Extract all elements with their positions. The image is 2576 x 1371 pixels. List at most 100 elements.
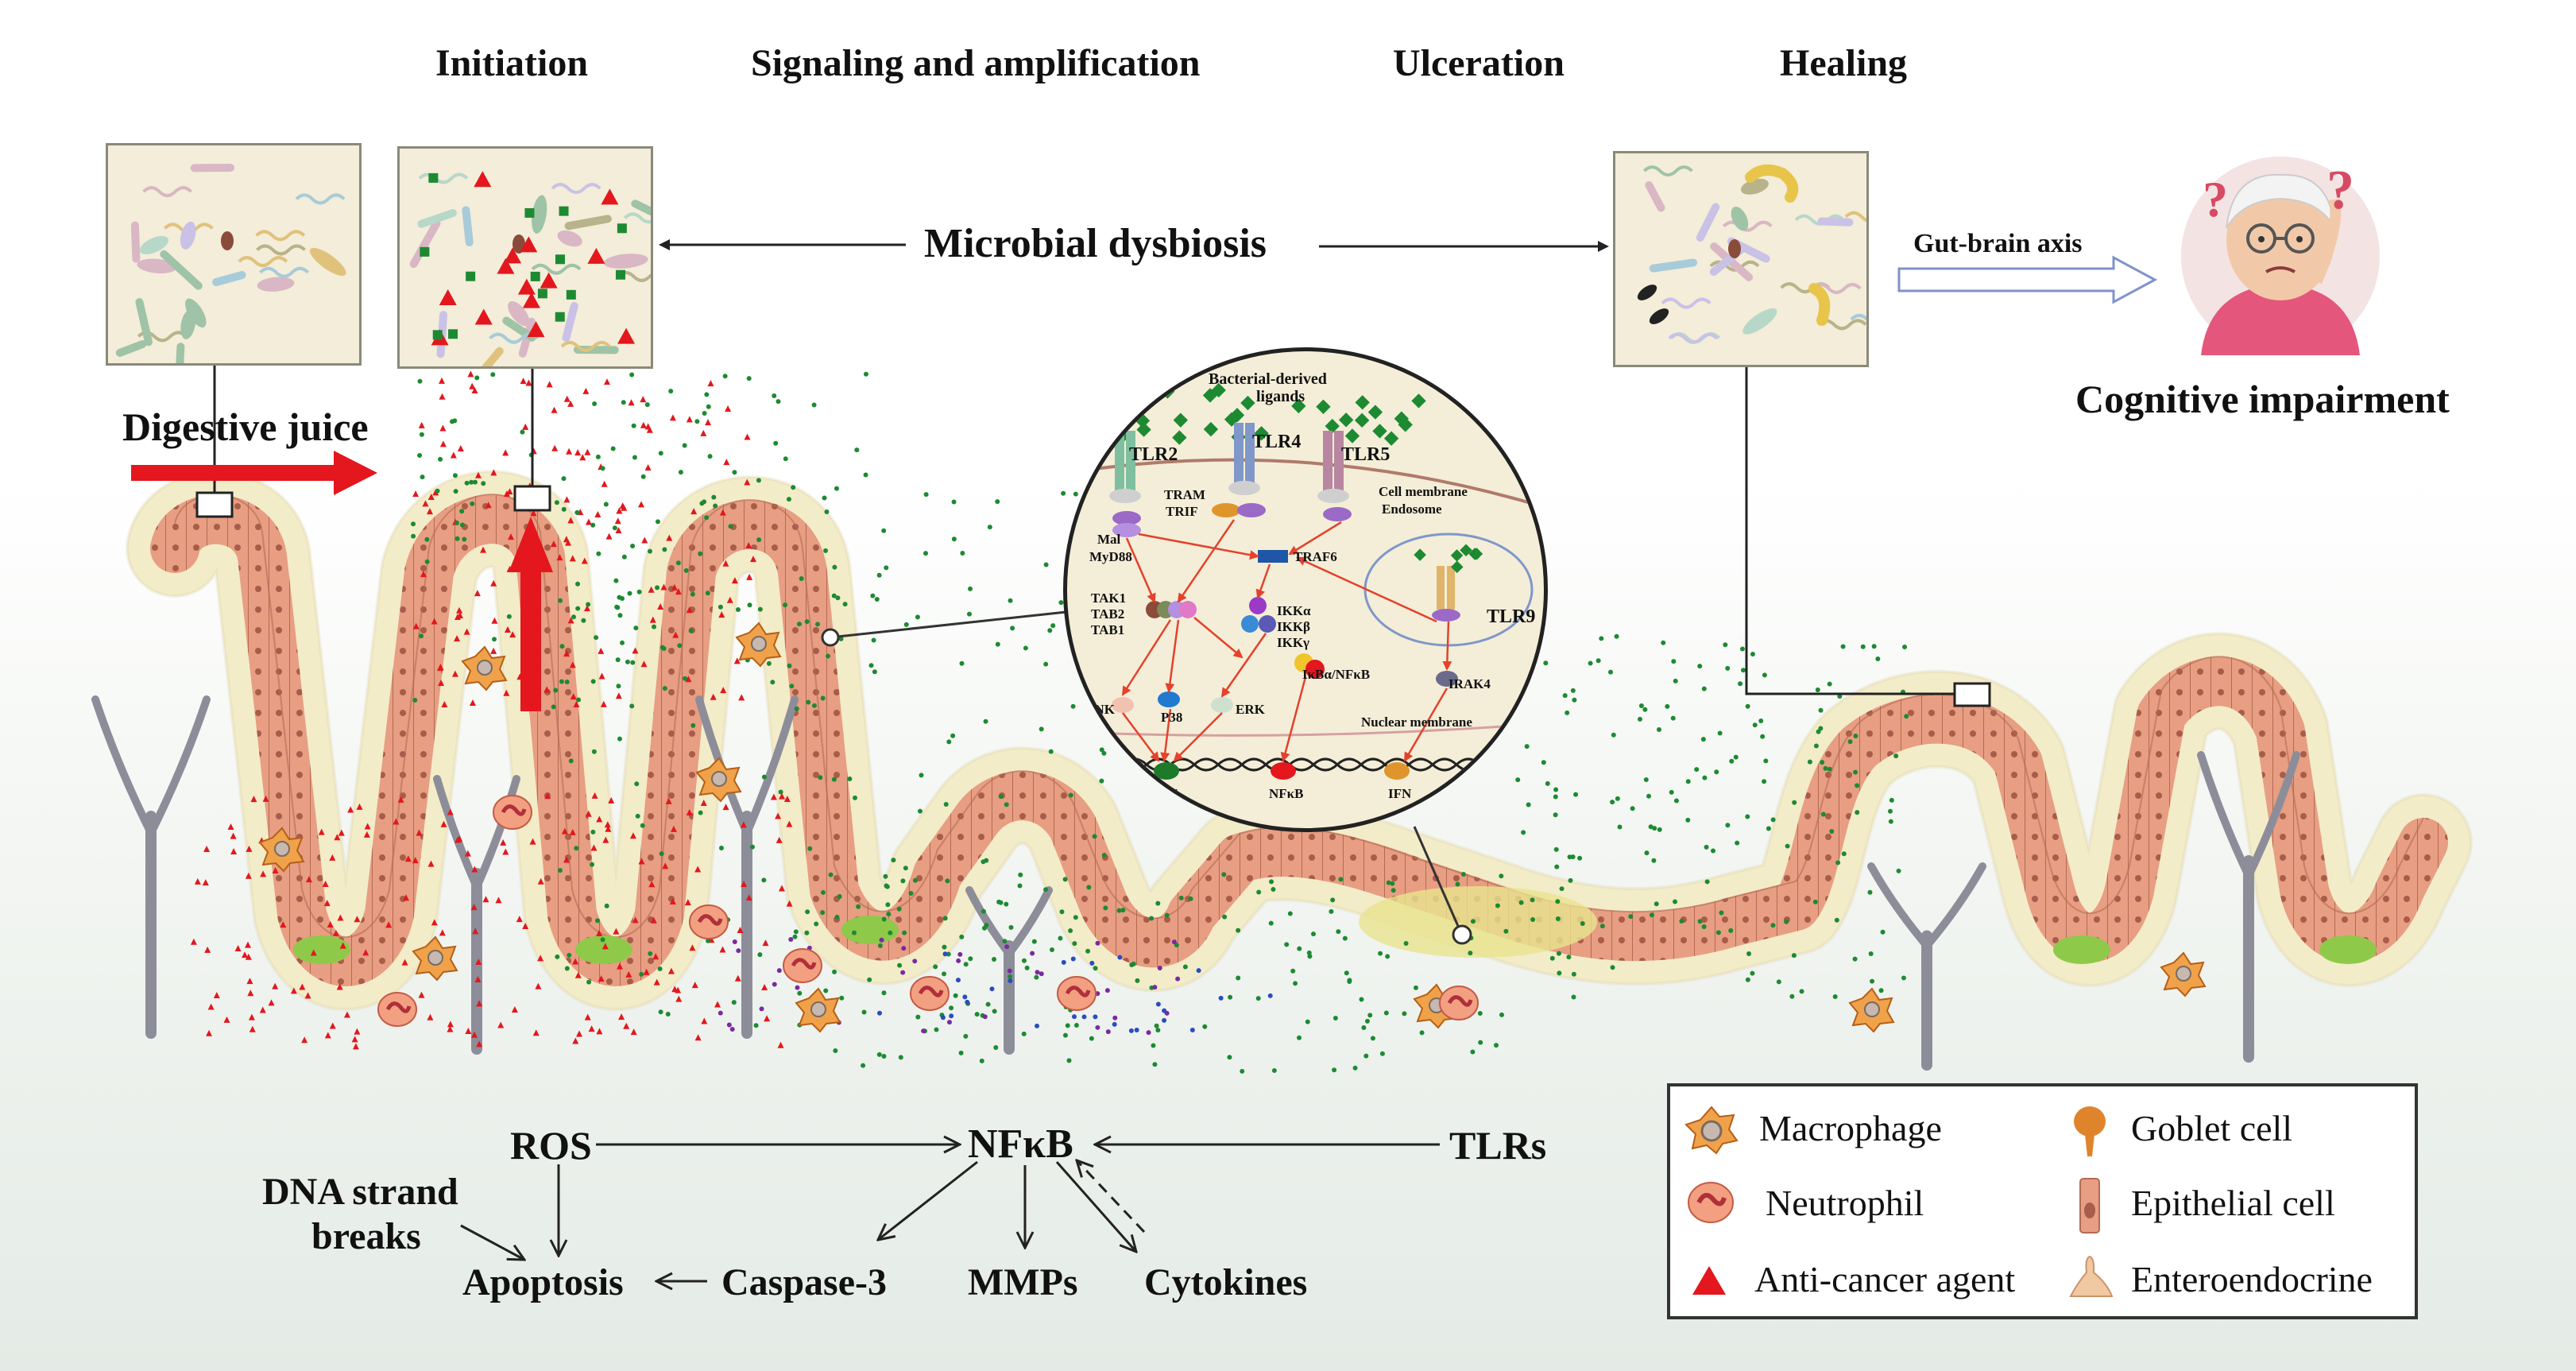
- microbe-box-normal: [106, 143, 362, 366]
- ikkg-label: IKKγ: [1277, 635, 1310, 650]
- ap1-label: AP1: [1155, 786, 1180, 801]
- stage-title-ulceration: Ulceration: [1393, 42, 1565, 84]
- confused-elderly-person-icon: ? ?: [2181, 157, 2380, 355]
- legend-anticancer: Anti-cancer agent: [1754, 1259, 2016, 1299]
- stage-title-signaling: Signaling and amplification: [751, 42, 1201, 84]
- svg-text:?: ?: [2203, 171, 2228, 227]
- cell-membrane-label: Cell membrane: [1379, 484, 1468, 499]
- microbiota-with-agents-icon: [409, 171, 651, 366]
- neutrophil-icon: [1688, 1182, 1734, 1223]
- tlr2-label: TLR2: [1129, 444, 1178, 465]
- legend-neutrophil: Neutrophil: [1766, 1183, 1924, 1223]
- macrophage-icon: [695, 757, 742, 803]
- tab1-label: TAB1: [1091, 622, 1125, 637]
- neutrophil-icon: [910, 976, 950, 1011]
- gut-brain-axis-label: Gut-brain axis: [1913, 229, 2083, 258]
- ifn-label: IFN: [1388, 786, 1412, 801]
- erk-label: ERK: [1236, 702, 1265, 717]
- dna-strand-label: DNA strand: [262, 1171, 458, 1213]
- trif-label: TRIF: [1166, 504, 1198, 519]
- tlr9-label: TLR9: [1487, 606, 1536, 627]
- blood-vessel-icon: [433, 775, 520, 1055]
- blood-vessel-icon: [965, 886, 1053, 1055]
- epithelial-cell-icon: [2079, 1178, 2100, 1234]
- ulcer-exudate: [1359, 886, 1597, 958]
- macrophage-icon: [412, 935, 458, 982]
- neutrophil-icon: [1439, 986, 1479, 1021]
- goblet-cell-icon: [2074, 1106, 2106, 1156]
- neutrophil-icon: [689, 904, 729, 939]
- blood-vessel-icon: [1867, 862, 1986, 1071]
- ikkb-label: IKKβ: [1277, 619, 1311, 634]
- nfkb-label: NFκB: [968, 1121, 1073, 1167]
- microbe-box-initiation: [397, 146, 653, 369]
- neutrophil-icon: [493, 795, 532, 830]
- nfkb-to-cytokines-arrow: [1055, 1161, 1136, 1252]
- sample-marker: [513, 485, 551, 512]
- endosome-label: Endosome: [1382, 502, 1442, 517]
- neutrophil-icon: [377, 992, 417, 1027]
- tram-label: TRAM: [1164, 487, 1205, 502]
- ikba-nfkb-label: IκBα/NFκB: [1302, 667, 1371, 682]
- caspase3-label: Caspase-3: [721, 1261, 888, 1303]
- macrophage-icon: [735, 622, 782, 668]
- neutrophil-icon: [1057, 976, 1097, 1011]
- cognitive-impairment-label: Cognitive impairment: [2075, 377, 2450, 421]
- macrophage-icon: [1684, 1106, 1739, 1155]
- legend-enteroendocrine: Enteroendocrine: [2131, 1259, 2373, 1299]
- svg-text:?: ?: [2327, 160, 2354, 221]
- jnk-label: JNK: [1088, 702, 1115, 717]
- digestive-juice-label: Digestive juice: [122, 405, 369, 449]
- dna-breaks-label: breaks: [311, 1215, 421, 1257]
- apoptosis-label: Apoptosis: [462, 1261, 624, 1303]
- tlr5-label: TLR5: [1341, 444, 1390, 465]
- legend: Macrophage Neutrophil Anti-cancer agent …: [1667, 1083, 2418, 1319]
- nuclear-membrane-label: Nuclear membrane: [1361, 715, 1472, 730]
- macrophage-icon: [1848, 987, 1895, 1033]
- nfkb-detail-label: NFκB: [1269, 786, 1304, 801]
- cytokines-label: Cytokines: [1144, 1261, 1308, 1303]
- legend-macrophage: Macrophage: [1759, 1108, 1942, 1148]
- ros-label: ROS: [510, 1123, 592, 1168]
- signaling-pathway-zoom: Bacterial-derived ligands TLR2 TLR4 TLR5…: [1063, 347, 1548, 832]
- macrophage-icon: [795, 987, 841, 1033]
- upward-agent-arrow: [509, 517, 553, 711]
- sample-marker: [195, 491, 234, 518]
- gut-brain-arrow: [1897, 255, 2158, 304]
- dna-to-apoptosis-arrow: [460, 1224, 524, 1260]
- ligands-label-2: ligands: [1256, 388, 1305, 405]
- macrophage-icon: [2160, 951, 2207, 997]
- tlr4-label: TLR4: [1252, 432, 1302, 452]
- sample-marker: [1953, 682, 1991, 707]
- red-triangle-icon: [1692, 1266, 1726, 1295]
- legend-epithelial: Epithelial cell: [2131, 1183, 2335, 1223]
- ligands-label: Bacterial-derived: [1209, 370, 1327, 388]
- digestive-juice-arrow: [131, 451, 377, 495]
- macrophage-icon: [258, 827, 305, 873]
- dysbiotic-microbiota-icon: [1637, 165, 1866, 344]
- stage-title-healing: Healing: [1780, 42, 1908, 84]
- myd88-label: MyD88: [1089, 549, 1132, 564]
- cytokines-feedback-arrow: [1077, 1160, 1146, 1234]
- tlr-signaling-icon: [1082, 382, 1534, 780]
- normal-microbiota-icon: [115, 164, 346, 363]
- tab2-label: TAB2: [1091, 606, 1125, 622]
- mal-label: Mal: [1097, 532, 1121, 547]
- neutrophil-icon: [783, 948, 822, 983]
- enteroendocrine-icon: [2069, 1255, 2114, 1297]
- irak4-label: IRAK4: [1449, 676, 1491, 691]
- blood-vessel-icon: [2197, 751, 2300, 1063]
- legend-goblet: Goblet cell: [2131, 1108, 2293, 1148]
- blood-vessel-icon: [91, 695, 211, 1039]
- traf6-label: TRAF6: [1294, 549, 1337, 564]
- p38-label: P38: [1161, 710, 1183, 725]
- mmps-label: MMPs: [968, 1261, 1078, 1303]
- microbe-box-healing: [1613, 151, 1869, 367]
- ikka-label: IKKα: [1277, 603, 1311, 618]
- macrophage-icon: [461, 645, 508, 691]
- tlrs-label: TLRs: [1449, 1123, 1547, 1168]
- microbial-dysbiosis-label: Microbial dysbiosis: [924, 221, 1267, 266]
- stage-title-initiation: Initiation: [435, 42, 589, 84]
